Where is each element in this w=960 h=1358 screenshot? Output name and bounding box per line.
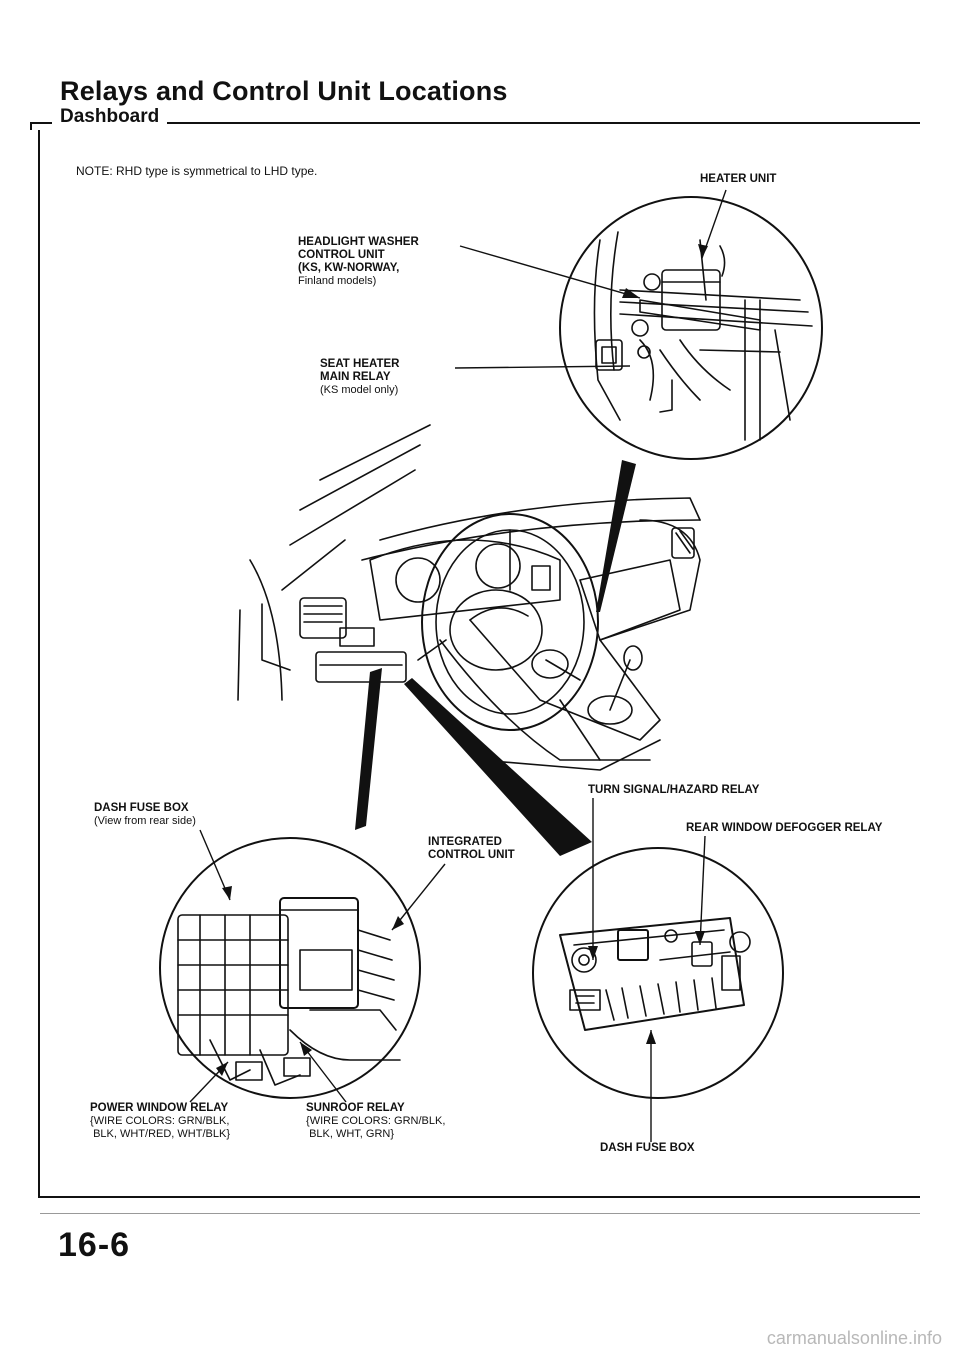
label-power-window-wires: {Wire colors: GRN/BLK, BLK, WHT/RED, WHT… [90,1115,230,1140]
label-sunroof-line2: Wire colors: GRN/BLK, [309,1115,446,1127]
label-power-window-relay: POWER WINDOW RELAY {Wire colors: GRN/BLK… [90,1102,230,1141]
label-power-window-line2: Wire colors: GRN/BLK, [93,1115,230,1127]
dashboard-overview [237,424,701,771]
dash-fuse-box-detail [532,847,784,1099]
label-dash-fuse-box-rear-line1: DASH FUSE BOX [94,802,189,814]
label-seat-heater-line2: MAIN RELAY [320,371,391,383]
label-turn-signal-relay: TURN SIGNAL/HAZARD RELAY [588,784,760,796]
label-dash-fuse-box: DASH FUSE BOX [600,1142,695,1154]
label-sunroof-line1: SUNROOF RELAY [306,1102,405,1114]
leader-lines [189,189,727,1142]
label-heater-unit: HEATER UNIT [700,173,777,185]
label-sunroof-line3: BLK, WHT, GRN [309,1128,391,1140]
dash-fuse-box-rear-detail [159,837,421,1099]
page-title: Relays and Control Unit Locations [60,76,508,106]
label-headlight-washer-line4: Finland models) [298,275,377,287]
label-seat-heater-line3: (KS model only) [320,384,399,396]
label-seat-heater: SEAT HEATER MAIN RELAY (KS model only) [320,358,399,397]
heater-unit-detail [559,196,823,460]
label-dash-fuse-box-rear: DASH FUSE BOX (View from rear side) [94,802,196,828]
label-integrated-line2: CONTROL UNIT [428,849,515,861]
section-tick [30,122,32,130]
label-rear-window-defogger-relay: REAR WINDOW DEFOGGER RELAY [686,822,883,834]
label-integrated-control-unit: INTEGRATED CONTROL UNIT [428,836,515,862]
label-headlight-washer-line1: HEADLIGHT WASHER [298,236,419,248]
label-headlight-washer-line2: CONTROL UNIT [298,249,385,261]
watermark: carmanualsonline.info [766,1328,942,1348]
page-number: 16-6 [58,1226,131,1264]
label-headlight-washer-line3: (KS, KW-Norway, [298,262,400,274]
left-rule [38,130,40,1198]
label-dash-fuse-box-rear-line2: (View from rear side) [94,815,196,827]
label-sunroof-wires: {Wire colors: GRN/BLK, BLK, WHT, GRN} [306,1115,446,1140]
label-power-window-line1: POWER WINDOW RELAY [90,1102,229,1114]
label-integrated-line1: INTEGRATED [428,836,502,848]
label-headlight-washer: HEADLIGHT WASHER CONTROL UNIT (KS, KW-No… [298,236,419,288]
label-sunroof-relay: SUNROOF RELAY {Wire colors: GRN/BLK, BLK… [306,1102,445,1141]
label-power-window-line3: BLK, WHT/RED, WHT/BLK [93,1128,227,1140]
connector-wedges [355,460,636,856]
label-seat-heater-line1: SEAT HEATER [320,358,400,370]
bottom-rule [38,1196,920,1198]
note-text: NOTE: RHD type is symmetrical to LHD typ… [76,164,318,178]
footer-rule [40,1213,920,1214]
arrowheads [216,244,708,1076]
section-label: Dashboard [52,106,168,128]
section-rule [30,122,920,124]
